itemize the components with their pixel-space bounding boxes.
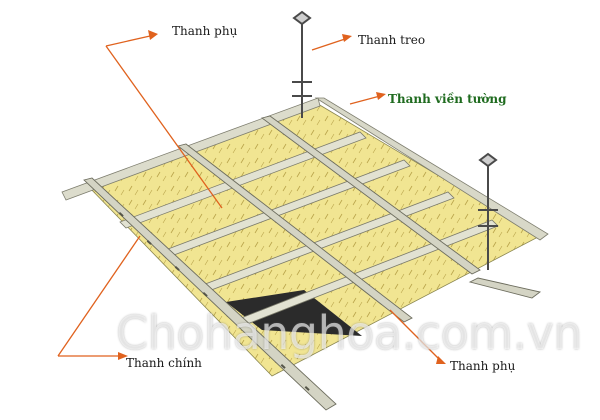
- hanger-rod-icon: [292, 10, 498, 270]
- label-thanh-vien-tuong: Thanh viền tường: [388, 92, 507, 106]
- arrowhead-icon: [118, 30, 446, 364]
- main-tee-rails: [83, 115, 542, 411]
- leader-lines: [57, 35, 441, 361]
- label-thanh-treo: Thanh treo: [358, 33, 426, 47]
- label-thanh-phu-bottom: Thanh phụ: [450, 359, 516, 373]
- cutaway-corner: [226, 290, 362, 336]
- watermark: Chohanghoa.com.vn: [116, 306, 582, 360]
- wall-trim-rail: [314, 97, 549, 241]
- rail-slots: [118, 212, 310, 391]
- label-thanh-chinh: Thanh chính: [126, 356, 202, 370]
- label-thanh-phu-top: Thanh phụ: [172, 24, 238, 38]
